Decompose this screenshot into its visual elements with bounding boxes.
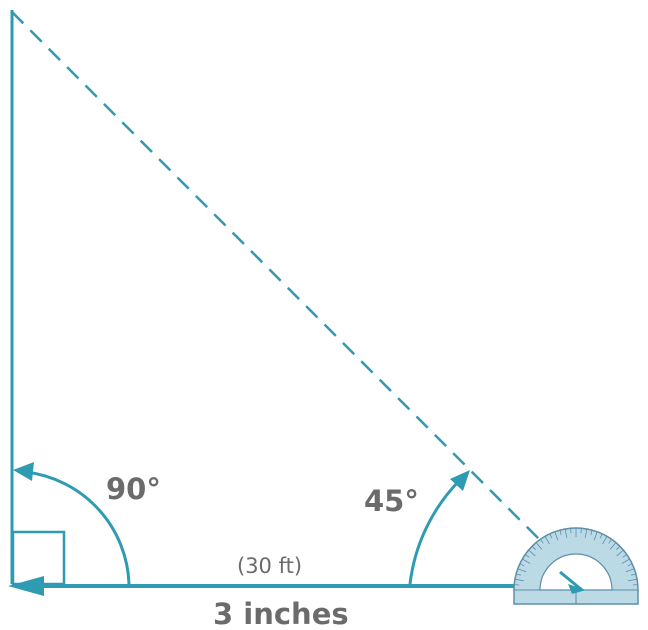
protractor-tick — [559, 530, 562, 535]
protractor-tick — [517, 568, 527, 573]
protractor-tick — [554, 531, 559, 541]
protractor-tick — [628, 578, 638, 582]
protractor-tick — [599, 533, 603, 539]
measured-angle-arc-arrowhead-icon — [450, 470, 470, 491]
protractor-tick — [540, 538, 544, 544]
protractor-tick — [622, 554, 628, 558]
protractor-tick — [608, 538, 612, 544]
measured-angle-arc — [408, 480, 460, 585]
base-length-label: 3 inches — [213, 597, 349, 630]
protractor-tick — [516, 573, 521, 576]
protractor-tick — [616, 549, 624, 557]
protractor-tick — [625, 568, 635, 573]
protractor-tick — [590, 530, 593, 535]
protractor-tick — [524, 554, 530, 558]
protractor-tick — [564, 528, 568, 538]
right-angle-arc — [25, 470, 131, 585]
protractor-tick — [528, 549, 536, 557]
protractor-icon — [513, 527, 639, 605]
protractor-tick — [584, 528, 588, 538]
protractor-tick — [522, 558, 531, 564]
right-angle-arc-arrowhead-icon — [13, 462, 34, 481]
right-angle-marker — [11, 530, 66, 586]
protractor-tick — [535, 542, 543, 550]
protractor-tick — [609, 542, 617, 550]
hypotenuse-dashed-line — [11, 11, 587, 587]
protractor-tick — [531, 545, 536, 550]
protractor-tick — [519, 563, 525, 567]
scale-note-label: (30 ft) — [237, 554, 302, 578]
protractor-tick — [544, 536, 550, 545]
protractor-tick — [514, 578, 524, 582]
protractor-tick — [602, 536, 608, 545]
protractor-tick — [621, 558, 630, 564]
base-arrowhead-icon — [8, 576, 44, 596]
protractor-tick — [631, 573, 636, 576]
protractor-tick — [627, 563, 633, 567]
measured-angle-label: 45° — [364, 484, 419, 518]
protractor-tick — [616, 545, 621, 550]
right-angle-label: 90° — [106, 472, 161, 506]
protractor-tick — [549, 533, 553, 539]
protractor-tick — [593, 531, 598, 541]
